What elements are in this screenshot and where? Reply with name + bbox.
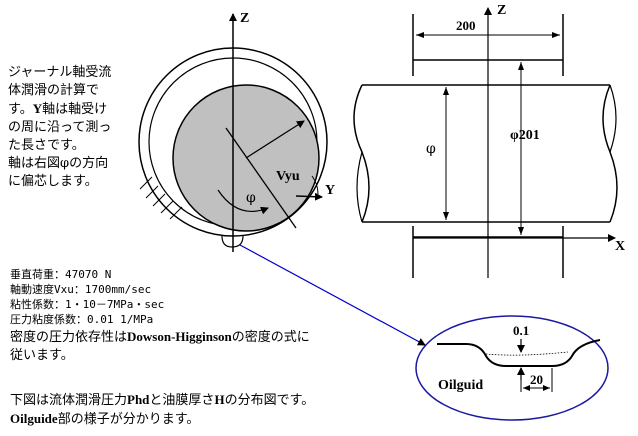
bearing-z-label: Z bbox=[240, 11, 249, 26]
width-arrowhead-left bbox=[523, 385, 530, 391]
phi-arc bbox=[217, 189, 269, 215]
intro-line-3-pre: す。 bbox=[8, 102, 33, 117]
param-pressure-coef: 圧力粘度係数：0.01 1/MPa bbox=[10, 313, 154, 326]
hatch-mark bbox=[169, 206, 183, 220]
bottom-line-2-bold: Oilguide bbox=[10, 411, 58, 426]
oilguide-reference-line bbox=[485, 351, 569, 356]
density-line-2: 従います。 bbox=[10, 348, 74, 363]
callout-line bbox=[239, 244, 426, 346]
oilguide-depth-label: 0.1 bbox=[513, 323, 529, 338]
phi-arrow-top bbox=[443, 87, 449, 95]
density-pre: 密度の圧力依存性は bbox=[10, 330, 128, 345]
shaft-left-break-inner bbox=[356, 151, 363, 223]
intro-line-1: ジャーナル軸受流 bbox=[8, 65, 112, 80]
density-text: 密度の圧力依存性はDowson-Higginsonの密度の式に 従います。 bbox=[10, 328, 310, 365]
bottom-line-1-mid: と油膜厚さ bbox=[149, 393, 215, 408]
shaft-x-label: X bbox=[615, 239, 625, 254]
y-direction-mark bbox=[311, 175, 319, 195]
param-viscosity: 粘性係数：1・10－7MPa・sec bbox=[10, 298, 165, 311]
shaft-diam-label: φ201 bbox=[510, 128, 540, 143]
bottom-line-1: 下図は流体潤滑圧力Phdと油膜厚さHの分布図です。 bbox=[10, 391, 314, 410]
density-bold: Dowson-Higginson bbox=[127, 329, 232, 344]
param-speed: 軸動速度Vxu：1700mm/sec bbox=[10, 283, 152, 296]
width-arrowhead-right bbox=[543, 385, 550, 391]
intro-line-3-post: 軸は軸受け bbox=[42, 102, 108, 117]
bottom-line-2-post: 部の様子が分かります。 bbox=[57, 412, 200, 427]
param-load: 垂直荷重：47070 N bbox=[10, 268, 112, 281]
param-list: 垂直荷重：47070 N 軸動速度Vxu：1700mm/sec 粘性係数：1・1… bbox=[10, 267, 164, 327]
bearing-y-label: Y bbox=[325, 183, 335, 198]
oilguide-name: Oilguid bbox=[438, 378, 483, 393]
phi-arrow-bottom bbox=[443, 212, 449, 220]
density-post: の密度の式に bbox=[231, 330, 310, 345]
shaft-width-label: 200 bbox=[456, 18, 476, 33]
hatch-mark bbox=[152, 193, 166, 207]
bore-arrow-bottom bbox=[518, 227, 524, 235]
intro-line-4: の周に沿って測っ bbox=[8, 120, 112, 135]
oilguide-profile bbox=[437, 339, 601, 367]
oilguide-detail bbox=[415, 315, 609, 421]
intro-line-5: た長さです。 bbox=[8, 138, 85, 153]
bore-arrow-top bbox=[518, 62, 524, 70]
vyu-arrow bbox=[295, 192, 323, 201]
intro-line-2: 体潤滑の計算で bbox=[8, 83, 100, 98]
intro-line-7: に偏芯します。 bbox=[8, 174, 98, 189]
bottom-text: 下図は流体潤滑圧力Phdと油膜厚さHの分布図です。 Oilguide部の様子が分… bbox=[10, 391, 314, 429]
bearing-phi-label: φ bbox=[246, 190, 256, 206]
hatch-mark bbox=[160, 200, 174, 214]
hatch-mark bbox=[145, 185, 159, 199]
shaft-right-break-inner bbox=[609, 84, 617, 153]
hatch-mark bbox=[139, 176, 153, 190]
density-line-1: 密度の圧力依存性はDowson-Higginsonの密度の式に bbox=[10, 328, 310, 347]
bearing-diagram bbox=[138, 13, 328, 252]
bearing-vyu-label: Vyu bbox=[276, 169, 300, 184]
eccentric-line bbox=[225, 127, 297, 229]
oilguide-width-label: 20 bbox=[530, 372, 543, 387]
bottom-line-1-post: の分布図です。 bbox=[224, 393, 315, 408]
width-arrow-right bbox=[552, 32, 560, 38]
intro-text: ジャーナル軸受流 体潤滑の計算で す。Y軸は軸受け の周に沿って測っ た長さです… bbox=[8, 64, 111, 191]
shaft-z-label: Z bbox=[497, 3, 506, 18]
intro-line-6: 軸は右図φの方向 bbox=[8, 156, 109, 171]
bottom-line-1-bold-1: Phd bbox=[127, 392, 150, 407]
oilguide-bump bbox=[221, 235, 244, 248]
bottom-line-1-bold-2: H bbox=[214, 392, 225, 407]
width-arrow-left bbox=[416, 32, 424, 38]
shaft-phi-label: φ bbox=[426, 141, 436, 157]
oilguide-ellipse bbox=[415, 315, 609, 421]
radius-arrow bbox=[245, 120, 305, 159]
bottom-line-1-pre: 下図は流体潤滑圧力 bbox=[10, 393, 128, 408]
intro-line-3-bold: Y bbox=[32, 101, 43, 116]
intro-line-3: す。Y軸は軸受け bbox=[8, 100, 111, 119]
bottom-line-2: Oilguide部の様子が分かります。 bbox=[10, 410, 314, 429]
shaft-diagram bbox=[353, 7, 618, 278]
